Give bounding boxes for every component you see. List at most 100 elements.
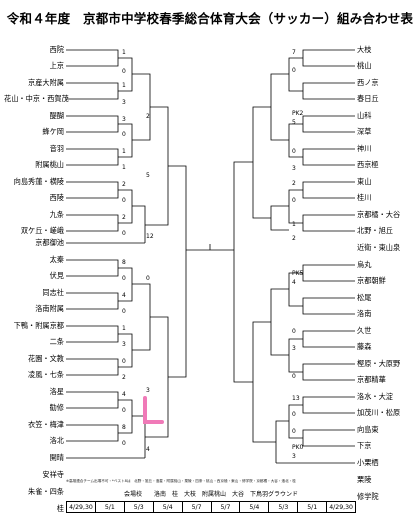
right-team-name: 近衛・東山泉: [357, 243, 401, 252]
score-label: 0: [292, 373, 296, 380]
right-team-name: 京都精華: [357, 375, 386, 384]
bracket-line: [132, 283, 151, 351]
score-label: 1: [122, 82, 126, 89]
score-label: 0: [292, 428, 296, 435]
date-cell: 5/4: [240, 502, 270, 512]
left-team-name: 洛北: [49, 436, 64, 445]
bracket-line: [118, 189, 133, 224]
bracket-line: [302, 115, 355, 133]
right-team-name: 加茂川・松原: [357, 408, 401, 417]
left-team-name: 西陵: [49, 193, 64, 202]
bracket-line: [302, 214, 355, 232]
score-label: 2: [122, 181, 126, 188]
right-team-name: 小栗栖: [357, 458, 379, 467]
bracket-line: [288, 57, 303, 92]
bracket-line: [288, 272, 303, 307]
bracket-line: [118, 333, 133, 368]
bracket-line: [233, 161, 253, 383]
left-team-name: 向島秀蓮・横陵: [13, 177, 64, 186]
score-label: 3: [292, 165, 296, 172]
schedule-footer: ※高雄連合チーム出場不可・*ベスト8は 北野・旭丘・洛星・附属桃山・栗陵・四条・…: [66, 479, 356, 515]
right-team-name: 深草: [357, 127, 372, 136]
left-team-name: 西院: [49, 45, 64, 54]
bracket-line: [66, 424, 119, 442]
right-team-name: 久世: [357, 326, 372, 335]
score-label: 13: [292, 395, 300, 402]
score-label: 0: [292, 67, 296, 74]
right-team-name: 下京: [357, 441, 372, 450]
right-team-name: 東山: [357, 177, 372, 186]
score-label: 3: [292, 453, 296, 460]
page-title: 令和４年度 京都市中学校春季総合体育大会（サッカー）組み合わせ表: [6, 11, 414, 26]
left-team-name: 同志社: [42, 288, 64, 297]
bracket-line: [270, 205, 289, 231]
bracket-line: [302, 297, 355, 315]
bracket-line: [66, 181, 119, 199]
date-cell: 4/29,30: [329, 504, 353, 511]
left-team-name: 九条: [49, 210, 64, 219]
right-team-name: 洛水・大淀: [357, 392, 393, 401]
date-cell: 5/1: [298, 502, 328, 512]
left-team-name: 蜂ケ岡: [42, 127, 64, 136]
left-team-name: 双ケ丘・嵯峨: [20, 226, 64, 235]
right-team-name: 西ノ京: [357, 78, 379, 87]
bracket-line: [302, 49, 355, 67]
left-team-name: 洛南附属: [35, 304, 64, 313]
bracket-line: [145, 106, 169, 226]
score-label: 0: [292, 328, 296, 335]
score-label: 5: [146, 172, 150, 179]
right-team-name: 松尾: [357, 293, 372, 302]
left-team-name: 京都御池: [35, 238, 64, 247]
score-label: 8: [122, 259, 126, 266]
score-label: 0: [292, 411, 296, 418]
winner-highlight-line: [143, 396, 164, 424]
score-label: 4: [122, 391, 126, 398]
date-cell: 5/1: [96, 502, 125, 512]
bracket-line: [275, 420, 289, 463]
score-label: 1: [122, 148, 126, 155]
left-team-name: 音羽: [49, 144, 64, 153]
score-label: 0: [122, 131, 126, 138]
score-label: 0: [122, 440, 126, 447]
score-label: 2: [292, 235, 296, 242]
bracket-line: [66, 115, 119, 133]
right-team-name: 栗陵: [357, 475, 372, 484]
left-team-name: 伏見: [49, 271, 64, 280]
bracket-line: [118, 267, 133, 302]
bracket-line: [132, 73, 151, 141]
bracket-line: [66, 49, 119, 67]
right-team-name: 桂川: [357, 193, 372, 202]
left-team-name: 上京: [49, 61, 64, 70]
bracket-line: [302, 264, 355, 282]
bracket-line: [66, 214, 119, 232]
footer-note: ※高雄連合チーム出場不可・*ベスト8は 北野・旭丘・洛星・附属桃山・栗陵・四条・…: [66, 479, 296, 483]
date-cell: 5/3: [269, 502, 299, 512]
bracket-line: [132, 205, 146, 243]
bracket-line: [145, 316, 169, 438]
bracket-line: [288, 123, 303, 158]
left-team-name: 勧修: [49, 403, 64, 412]
score-label: 7: [292, 49, 296, 56]
bracket-line: [270, 288, 289, 356]
bracket-line: [302, 429, 355, 447]
score-label: 12: [146, 233, 154, 240]
left-team-name: 花園・文教: [28, 354, 64, 363]
left-team-name: 附属桃山: [35, 160, 64, 169]
right-team-name: 大枝: [357, 45, 372, 54]
bracket-line: [66, 391, 119, 409]
bracket-line: [302, 181, 355, 199]
score-label: 2: [122, 374, 126, 381]
score-label: 3: [122, 99, 126, 106]
score-label: 2: [122, 214, 126, 221]
left-team-name: 安祥寺: [42, 470, 64, 479]
left-team-name: 朱雀・四条: [28, 487, 64, 496]
left-team-name: 醍醐: [49, 111, 64, 120]
bracket-line: [66, 358, 119, 376]
bracket-line: [66, 292, 119, 310]
right-team-name: 修学院: [357, 492, 379, 501]
bracket-line: [252, 106, 271, 219]
venue-row: 会場校 洛南 桂 大枝 附属桃山 大谷 下鳥羽グラウンド: [123, 491, 298, 498]
bracket-line: [66, 82, 119, 100]
